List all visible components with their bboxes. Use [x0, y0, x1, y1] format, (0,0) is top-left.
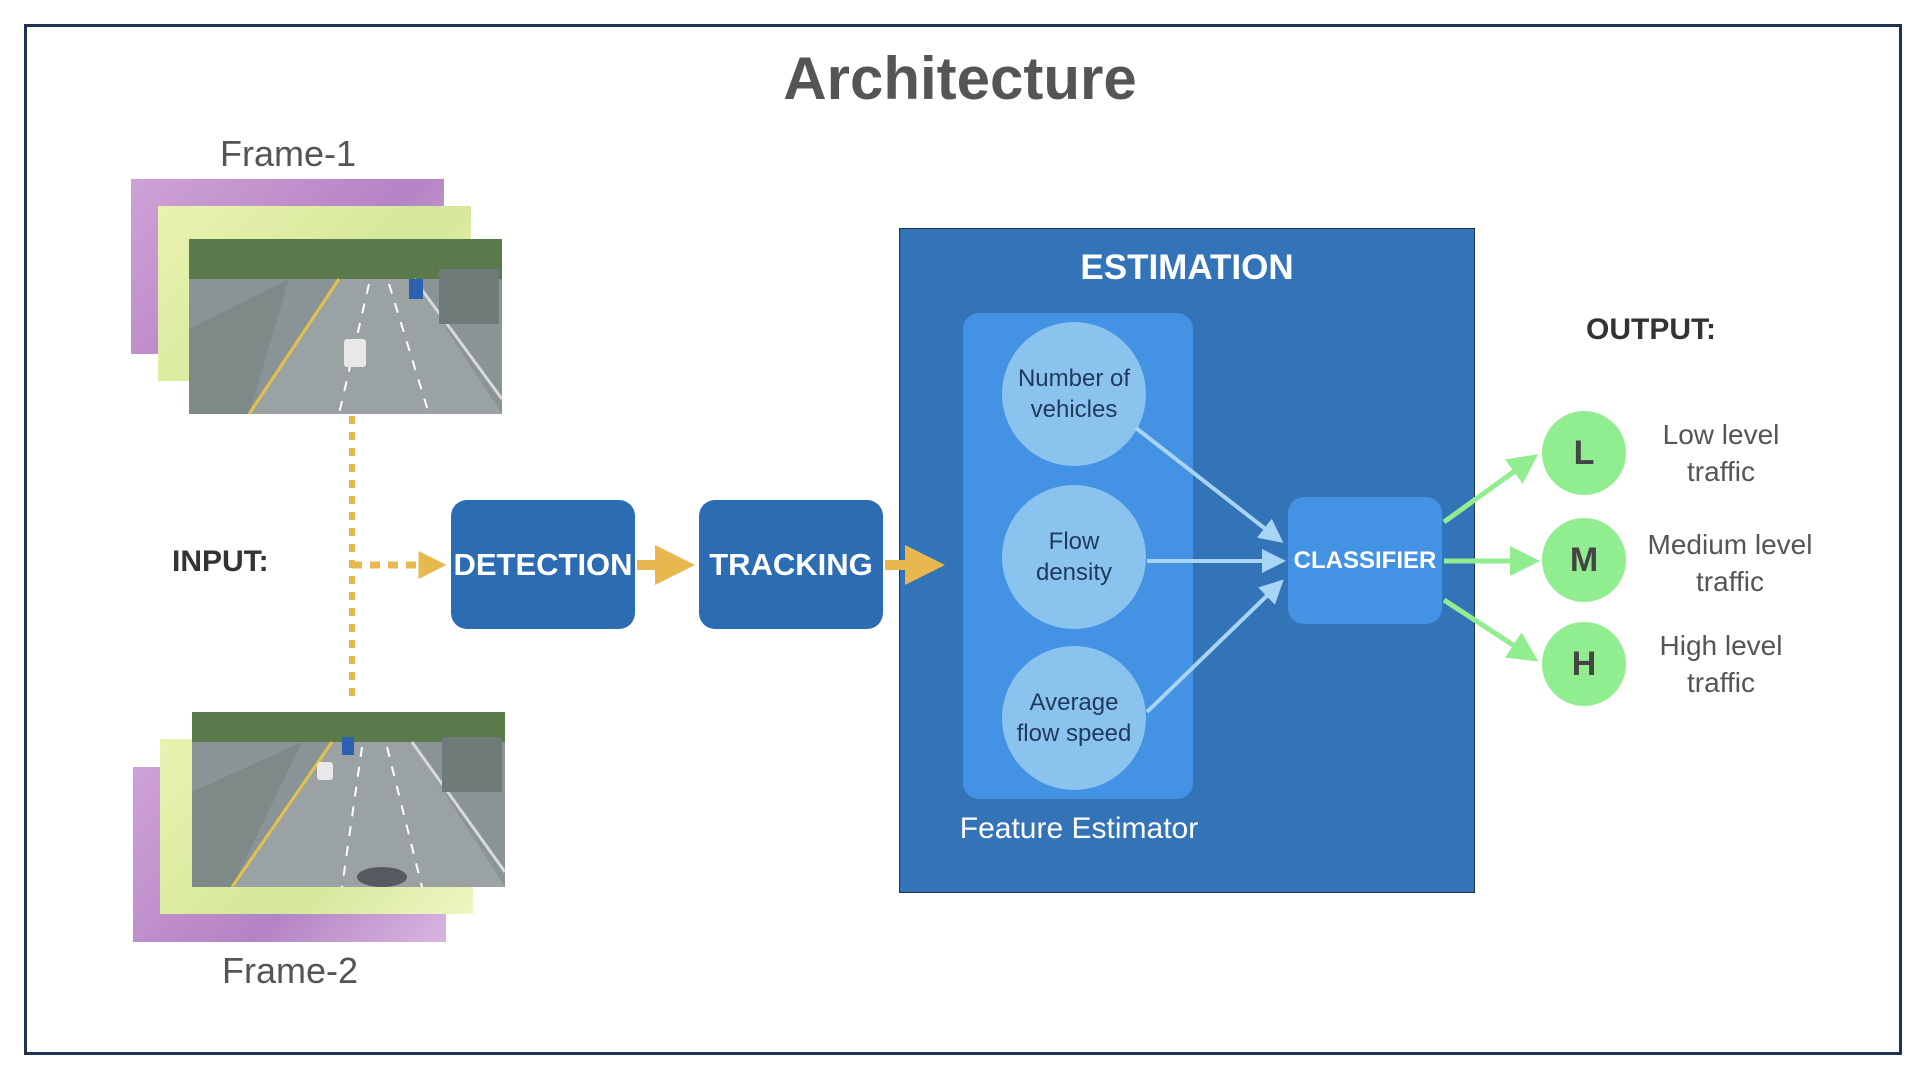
feature-average-flow-speed: Average flow speed	[1002, 646, 1146, 790]
output-high-label: High level traffic	[1659, 630, 1783, 698]
input-label: INPUT:	[172, 545, 269, 578]
frame-2-label: Frame-2	[221, 950, 359, 991]
classifier-to-low-arrow	[1442, 454, 1539, 525]
diagram-title: Architecture	[783, 45, 1137, 112]
output-high-circle: H	[1542, 622, 1626, 706]
frame-2-road-image	[192, 712, 505, 887]
output-low-circle: L	[1542, 411, 1626, 495]
feature-number-of-vehicles: Number of vehicles	[1002, 322, 1146, 466]
frame-1-road-image	[189, 239, 502, 414]
output-low-label: Low level traffic	[1662, 419, 1780, 487]
output-medium-circle: M	[1542, 518, 1626, 602]
classifier-box: CLASSIFIER	[1288, 497, 1442, 624]
detection-box: DETECTION	[451, 500, 635, 629]
vehicles-to-classifier-arrow	[1134, 426, 1284, 543]
output-label: OUTPUT:	[1586, 313, 1716, 346]
tracking-box: TRACKING	[699, 500, 883, 629]
output-medium-label: Medium level traffic	[1647, 529, 1813, 597]
feature-estimator-label: Feature Estimator	[959, 812, 1199, 845]
speed-to-classifier-arrow	[1145, 579, 1284, 714]
frame-1-label: Frame-1	[219, 133, 357, 174]
classifier-to-high-arrow	[1442, 597, 1539, 662]
estimation-title: ESTIMATION	[1080, 248, 1294, 287]
feature-flow-density: Flow density	[1002, 485, 1146, 629]
diagram-border	[24, 24, 1902, 1055]
